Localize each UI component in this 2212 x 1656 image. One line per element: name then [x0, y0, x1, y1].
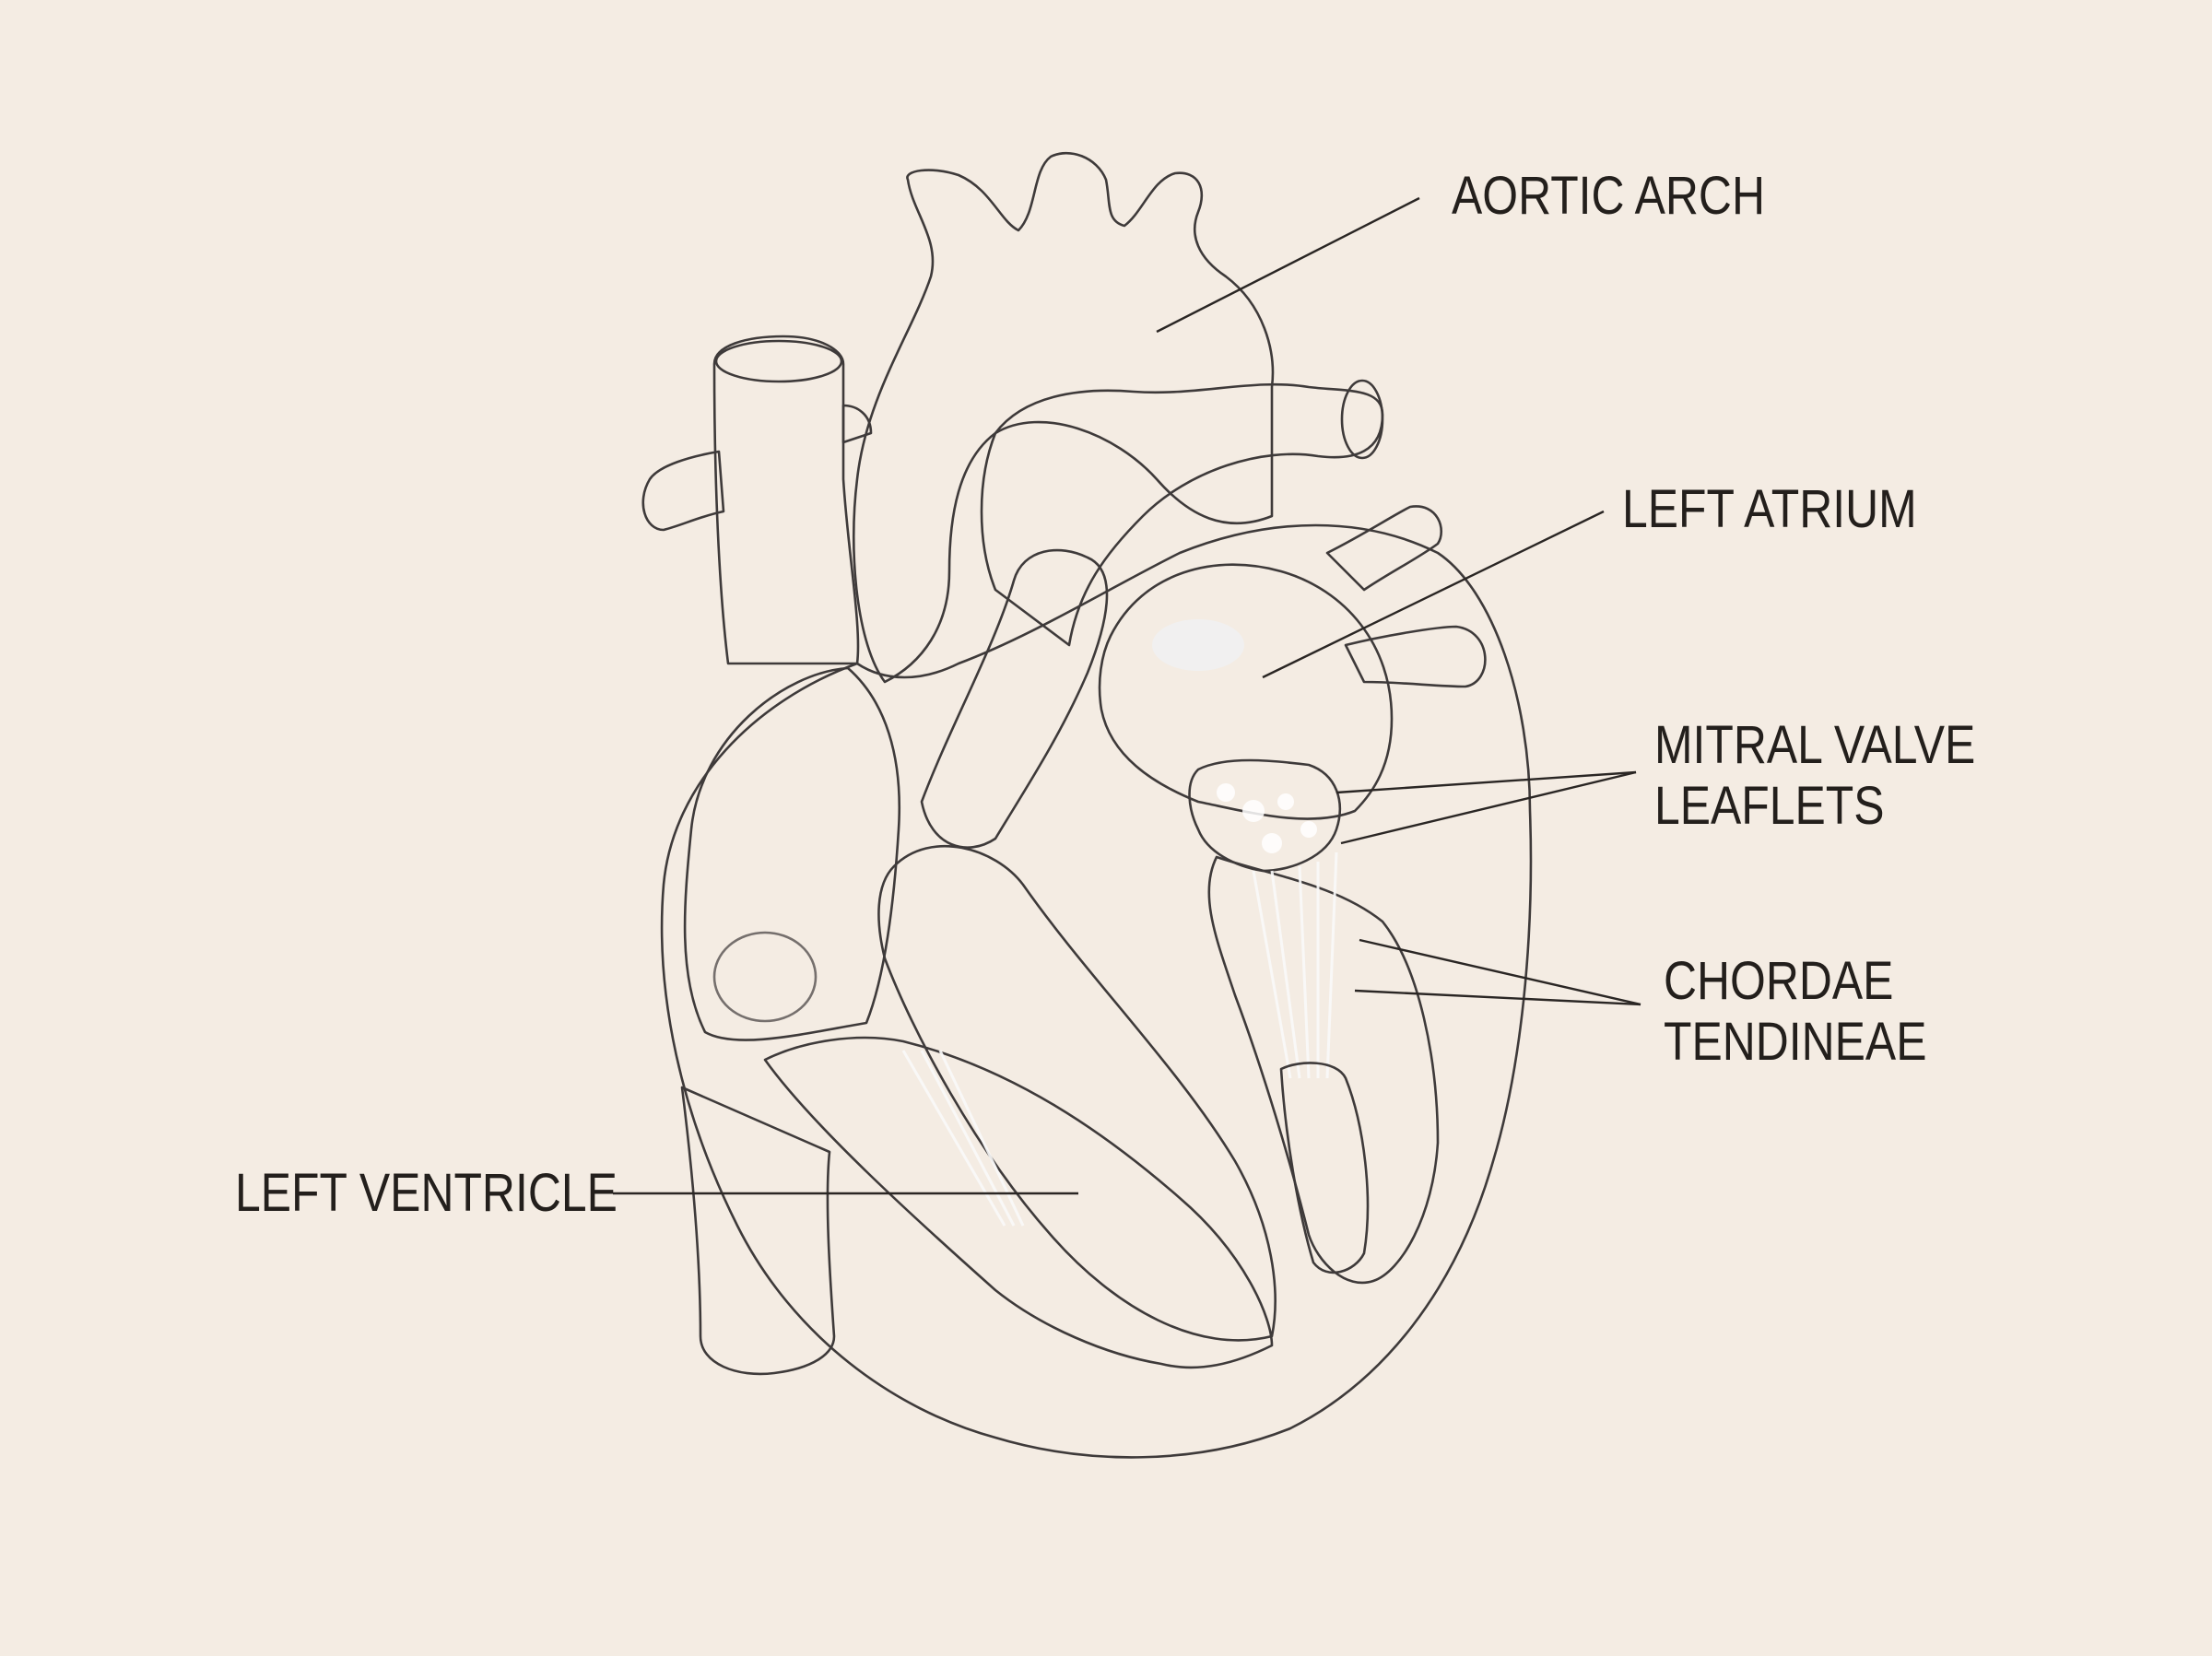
mitral-valve-leader-2 — [1340, 770, 1637, 845]
leaflet-fleck — [1242, 800, 1265, 822]
mitral-valve-leader-1 — [1335, 770, 1637, 794]
pulmonary-artery — [980, 382, 1384, 647]
vena-cava-branch — [641, 450, 725, 532]
pulmonary-vein-lower — [1344, 625, 1487, 688]
leaflet-fleck — [1217, 783, 1235, 802]
label-left-ventricle: LEFT VENTRICLE — [235, 1163, 618, 1223]
pulmonary-vein-upper — [1325, 505, 1443, 592]
right-ventricle — [763, 1036, 1274, 1369]
vena-cava-opening — [714, 339, 843, 383]
label-mitral-valve-leaflets: MITRAL VALVE LEAFLETS — [1654, 715, 1976, 836]
left-atrium-leader — [1262, 510, 1605, 679]
chordae-leader-2 — [1354, 989, 1641, 1006]
inferior-vena-cava — [680, 1086, 836, 1376]
leaflet-fleck — [1277, 793, 1294, 810]
aortic-arch-leader — [1156, 196, 1420, 334]
chordae-tendineae — [1252, 851, 1338, 1079]
left-ventricle-cavity — [1207, 855, 1440, 1285]
right-atrium-orifice — [712, 931, 818, 1023]
pulmonary-artery-opening — [1340, 379, 1384, 460]
chordae-leader-1 — [1359, 938, 1641, 1006]
vena-cava-branch-right — [841, 404, 873, 444]
papillary-muscle — [1279, 1062, 1370, 1274]
leaflet-fleck — [1300, 821, 1317, 838]
superior-vena-cava — [712, 335, 860, 665]
label-chordae-tendineae: CHORDAE TENDINEAE — [1664, 951, 1927, 1072]
mitral-valve-leaflets — [1188, 758, 1341, 873]
right-chordae — [901, 1050, 1025, 1227]
left-atrium-highlight — [1152, 619, 1244, 671]
aortic-arch — [852, 151, 1275, 684]
outflow-tract — [920, 548, 1109, 849]
label-aortic-arch: AORTIC ARCH — [1452, 166, 1765, 226]
right-atrium — [683, 666, 900, 1041]
left-ventricle — [877, 844, 1277, 1342]
label-left-atrium: LEFT ATRIUM — [1622, 479, 1917, 539]
left-atrium-chamber — [1098, 563, 1394, 820]
leaflet-fleck — [1262, 833, 1282, 853]
heart-body — [660, 523, 1533, 1459]
